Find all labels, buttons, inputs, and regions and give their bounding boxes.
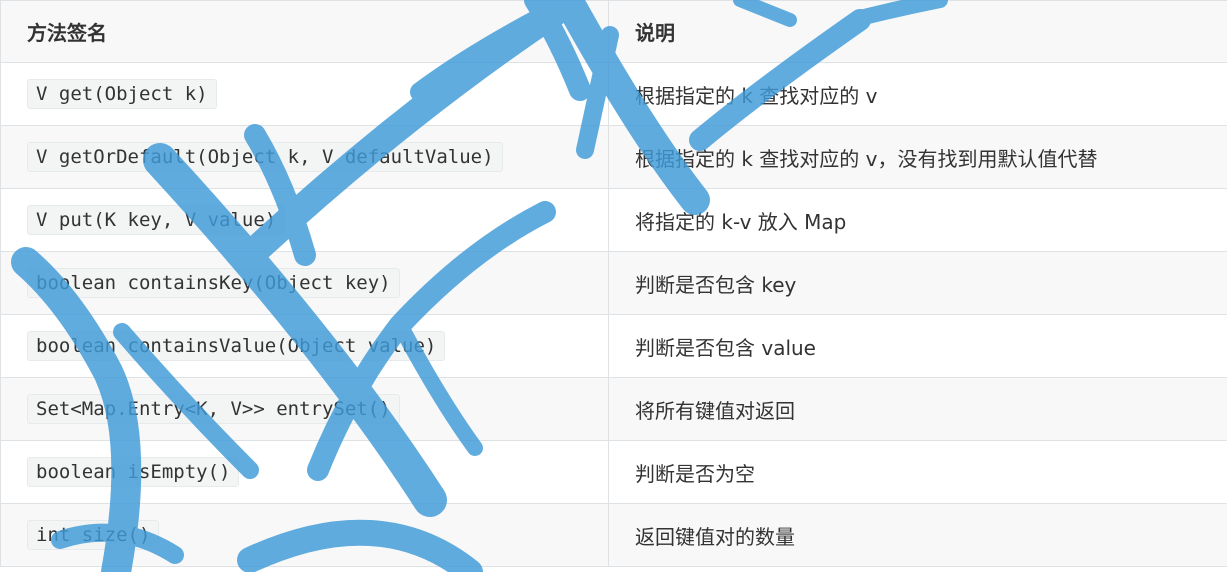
table-row: V getOrDefault(Object k, V defaultValue)… (0, 125, 1227, 189)
signature-cell: Set<Map.Entry<K, V>> entrySet() (0, 377, 609, 441)
method-signature: boolean containsValue(Object value) (27, 331, 446, 361)
table-row: boolean isEmpty() 判断是否为空 (0, 440, 1227, 504)
signature-cell: V getOrDefault(Object k, V defaultValue) (0, 125, 609, 189)
description-cell: 将所有键值对返回 (608, 377, 1227, 441)
signature-cell: boolean containsValue(Object value) (0, 314, 609, 378)
signature-cell: boolean containsKey(Object key) (0, 251, 609, 315)
header-description: 说明 (608, 0, 1227, 63)
table-row: V put(K key, V value) 将指定的 k-v 放入 Map (0, 188, 1227, 252)
description-cell: 将指定的 k-v 放入 Map (608, 188, 1227, 252)
method-signature: Set<Map.Entry<K, V>> entrySet() (27, 394, 400, 424)
table-row: boolean containsValue(Object value) 判断是否… (0, 314, 1227, 378)
description-cell: 返回键值对的数量 (608, 503, 1227, 567)
table-row: V get(Object k) 根据指定的 k 查找对应的 v (0, 62, 1227, 126)
table-header-row: 方法签名 说明 (0, 0, 1227, 63)
description-cell: 判断是否为空 (608, 440, 1227, 504)
method-signature: int size() (27, 520, 160, 550)
method-signature: V put(K key, V value) (27, 205, 286, 235)
description-cell: 判断是否包含 key (608, 251, 1227, 315)
table-row: boolean containsKey(Object key) 判断是否包含 k… (0, 251, 1227, 315)
description-cell: 根据指定的 k 查找对应的 v，没有找到用默认值代替 (608, 125, 1227, 189)
method-signature: V getOrDefault(Object k, V defaultValue) (27, 142, 503, 172)
method-signature: V get(Object k) (27, 79, 217, 109)
description-cell: 判断是否包含 value (608, 314, 1227, 378)
signature-cell: boolean isEmpty() (0, 440, 609, 504)
method-signature: boolean isEmpty() (27, 457, 240, 487)
header-method-signature: 方法签名 (0, 0, 609, 63)
table-row: Set<Map.Entry<K, V>> entrySet() 将所有键值对返回 (0, 377, 1227, 441)
signature-cell: V get(Object k) (0, 62, 609, 126)
method-signature: boolean containsKey(Object key) (27, 268, 400, 298)
signature-cell: V put(K key, V value) (0, 188, 609, 252)
signature-cell: int size() (0, 503, 609, 567)
table-row: int size() 返回键值对的数量 (0, 503, 1227, 567)
description-cell: 根据指定的 k 查找对应的 v (608, 62, 1227, 126)
